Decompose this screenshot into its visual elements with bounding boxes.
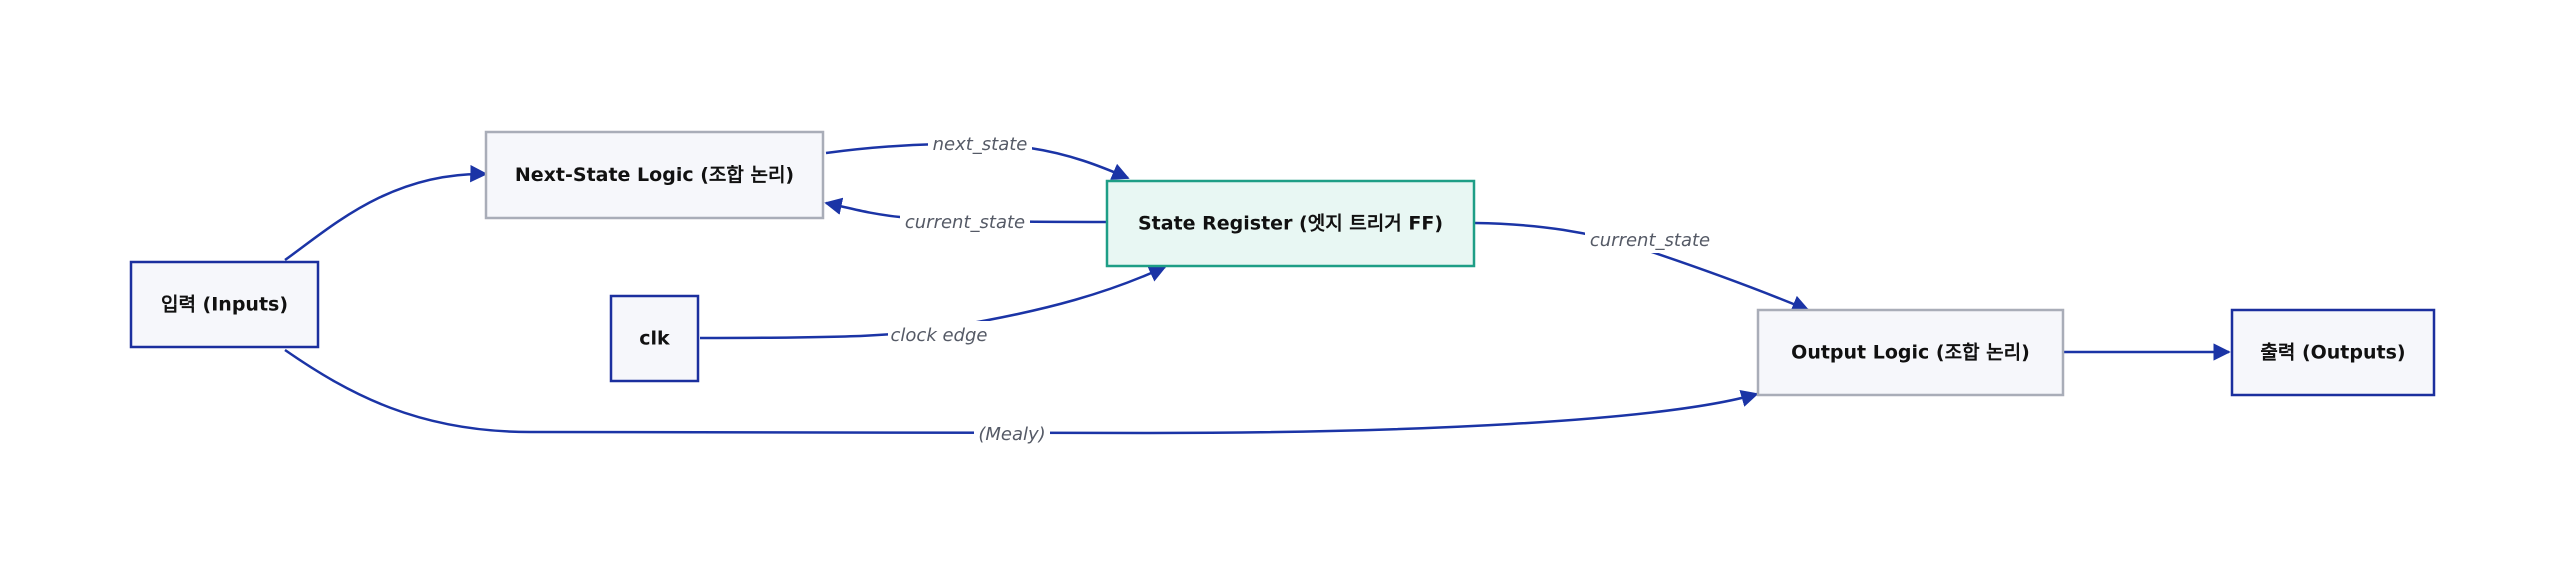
node-clk-label: clk [639, 328, 670, 350]
node-next-state-logic: Next-State Logic (조합 논리) [484, 130, 825, 220]
node-output-logic: Output Logic (조합 논리) [1756, 308, 2065, 397]
node-clk: clk [609, 294, 700, 383]
edge-label-clock-edge: clock edge [891, 325, 988, 346]
node-outputs-label: 출력 (Outputs) [2260, 342, 2405, 364]
edge-mealy [284, 348, 1759, 435]
node-outputs: 출력 (Outputs) [2230, 308, 2436, 397]
edge-label-current-state-out: current_state [1590, 230, 1710, 251]
edge-label-mealy: (Mealy) [978, 424, 1045, 445]
node-next-state-logic-label: Next-State Logic (조합 논리) [515, 164, 794, 186]
edge-label-bg-mealy [974, 421, 1050, 447]
node-inputs: 입력 (Inputs) [129, 260, 320, 349]
edge-label-current-state-feedback: current_state [905, 212, 1025, 233]
edge-inputs-to-next-state-logic [284, 164, 488, 262]
edge-label-next-state: next_state [933, 134, 1028, 155]
edge-label-bg-next-state [928, 130, 1032, 156]
node-inputs-label: 입력 (Inputs) [161, 294, 288, 316]
node-state-register: State Register (엣지 트리거 FF) [1105, 179, 1476, 268]
edge-label-bg-current-state-feedback [900, 208, 1030, 234]
node-output-logic-label: Output Logic (조합 논리) [1791, 342, 2030, 364]
node-state-register-label: State Register (엣지 트리거 FF) [1138, 213, 1443, 235]
edge-label-bg-current-state-out [1585, 227, 1715, 253]
edge-label-bg-clock-edge [888, 321, 990, 347]
